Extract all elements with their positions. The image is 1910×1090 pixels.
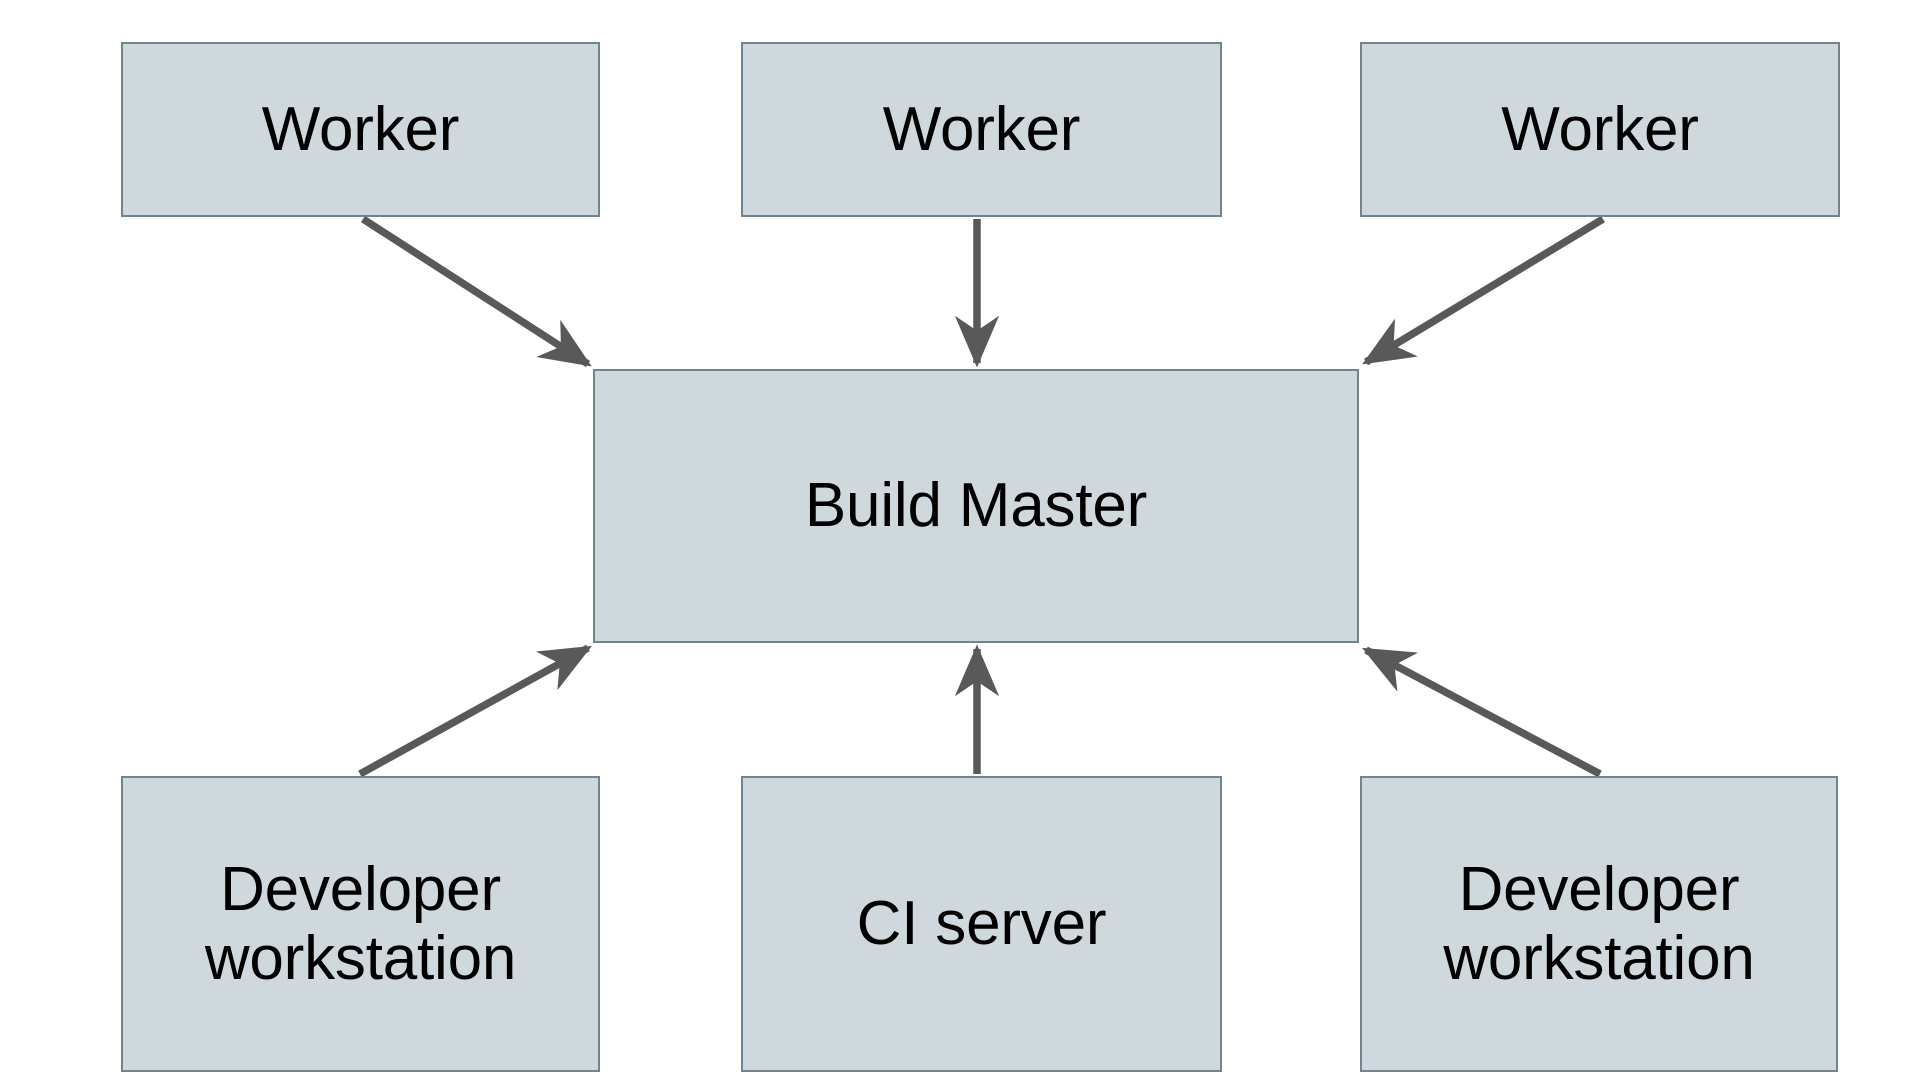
node-developer-workstation-right-label: Developer workstation	[1443, 854, 1755, 993]
edge-dev-left-to-master	[358, 644, 592, 778]
edge-worker-3-to-master	[1362, 215, 1605, 366]
node-developer-workstation-left-label: Developer workstation	[204, 854, 517, 993]
node-worker-2-label: Worker	[882, 94, 1081, 164]
node-developer-workstation-left[interactable]: Developer workstation	[121, 776, 600, 1072]
node-worker-1-label: Worker	[261, 94, 460, 164]
node-developer-workstation-right[interactable]: Developer workstation	[1360, 776, 1838, 1072]
edge-dev-right-to-master	[1362, 646, 1602, 778]
node-worker-1[interactable]: Worker	[121, 42, 600, 217]
node-worker-2[interactable]: Worker	[741, 42, 1222, 217]
node-ci-server-label: CI server	[856, 889, 1107, 959]
node-build-master[interactable]: Build Master	[593, 369, 1359, 643]
node-worker-3[interactable]: Worker	[1360, 42, 1840, 217]
node-ci-server[interactable]: CI server	[741, 776, 1222, 1072]
node-build-master-label: Build Master	[804, 471, 1148, 541]
node-worker-3-label: Worker	[1501, 94, 1699, 164]
edge-worker-1-to-master	[360, 215, 592, 368]
